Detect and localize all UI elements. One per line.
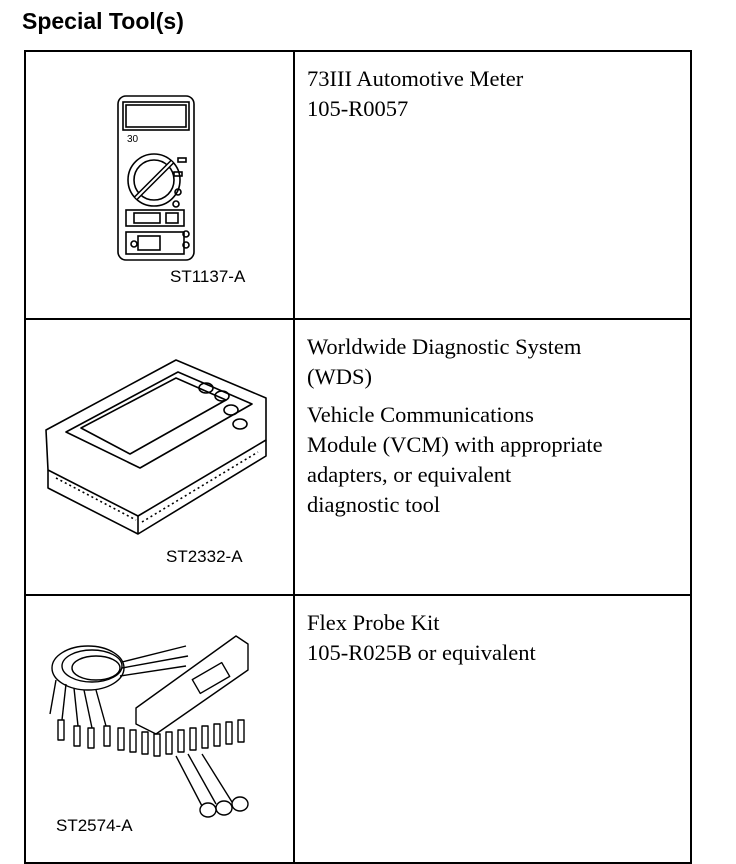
tool-name: 73III Automotive Meter [307, 66, 524, 91]
tool-alt-name: Vehicle Communications [307, 402, 534, 427]
tool-alt-name: adapters, or equivalent [307, 462, 512, 487]
tool-alt-name: Module (VCM) with appropriate [307, 432, 603, 457]
tool-image-cell: 30 [24, 50, 295, 320]
tool-alt-name: diagnostic tool [307, 492, 441, 517]
tool-description: Worldwide Diagnostic System (WDS) Vehicl… [293, 318, 692, 596]
page-title: Special Tool(s) [22, 8, 184, 34]
tool-name: Worldwide Diagnostic System [307, 334, 582, 359]
tool-image-cell: ST2574-A [24, 594, 295, 864]
tool-name: Flex Probe Kit [307, 610, 440, 635]
tool-code: ST2574-A [56, 816, 133, 835]
table-row: 30 [24, 50, 692, 320]
special-tools-table: 30 [24, 50, 692, 864]
multimeter-icon: 30 [117, 95, 195, 261]
tool-part-number: 105-R025B or equivalent [307, 640, 536, 665]
flex-probe-kit-icon [49, 635, 249, 818]
tool-description: 73III Automotive Meter 105-R0057 [293, 50, 692, 320]
svg-text:30: 30 [127, 134, 139, 145]
tool-image-cell: ST2332-A [24, 318, 295, 596]
diagnostic-system-icon [45, 359, 267, 535]
tool-description: Flex Probe Kit 105-R025B or equivalent [293, 594, 692, 864]
tool-part-number: 105-R0057 [307, 96, 409, 121]
table-row: ST2574-A Flex Probe Kit 105-R025B or equ… [24, 594, 692, 864]
tool-code: ST2332-A [166, 547, 243, 566]
tool-name-abbrev: (WDS) [307, 364, 372, 389]
tool-code: ST1137-A [170, 267, 246, 286]
table-row: ST2332-A Worldwide Diagnostic System (WD… [24, 318, 692, 596]
